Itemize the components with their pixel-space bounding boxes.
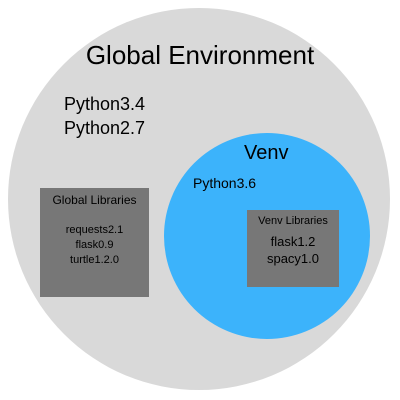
global-libraries-list: requests2.1 flask0.9 turtle1.2.0 xyxy=(40,223,149,268)
global-library-item: requests2.1 xyxy=(65,224,124,236)
global-library-item: turtle1.2.0 xyxy=(70,254,119,266)
venv-library-item: spacy1.0 xyxy=(266,251,320,266)
venv-library-item: flask1.2 xyxy=(270,234,316,249)
global-python-item: Python3.4 xyxy=(64,94,146,114)
venv-libraries-list: flask1.2 spacy1.0 xyxy=(247,233,339,267)
venv-libraries-box: Venv Libraries flask1.2 spacy1.0 xyxy=(247,210,339,287)
global-libraries-title: Global Libraries xyxy=(52,193,137,207)
global-python-list: Python3.4 Python2.7 xyxy=(64,92,145,140)
venv-libraries-title: Venv Libraries xyxy=(258,215,328,227)
venv-title: Venv xyxy=(244,142,289,164)
global-python-item: Python2.7 xyxy=(64,118,146,138)
venv-python-version: Python3.6 xyxy=(193,175,257,191)
global-environment-title: Global Environment xyxy=(85,40,315,70)
global-libraries-box: Global Libraries requests2.1 flask0.9 tu… xyxy=(40,188,149,297)
global-library-item: flask0.9 xyxy=(75,239,114,251)
